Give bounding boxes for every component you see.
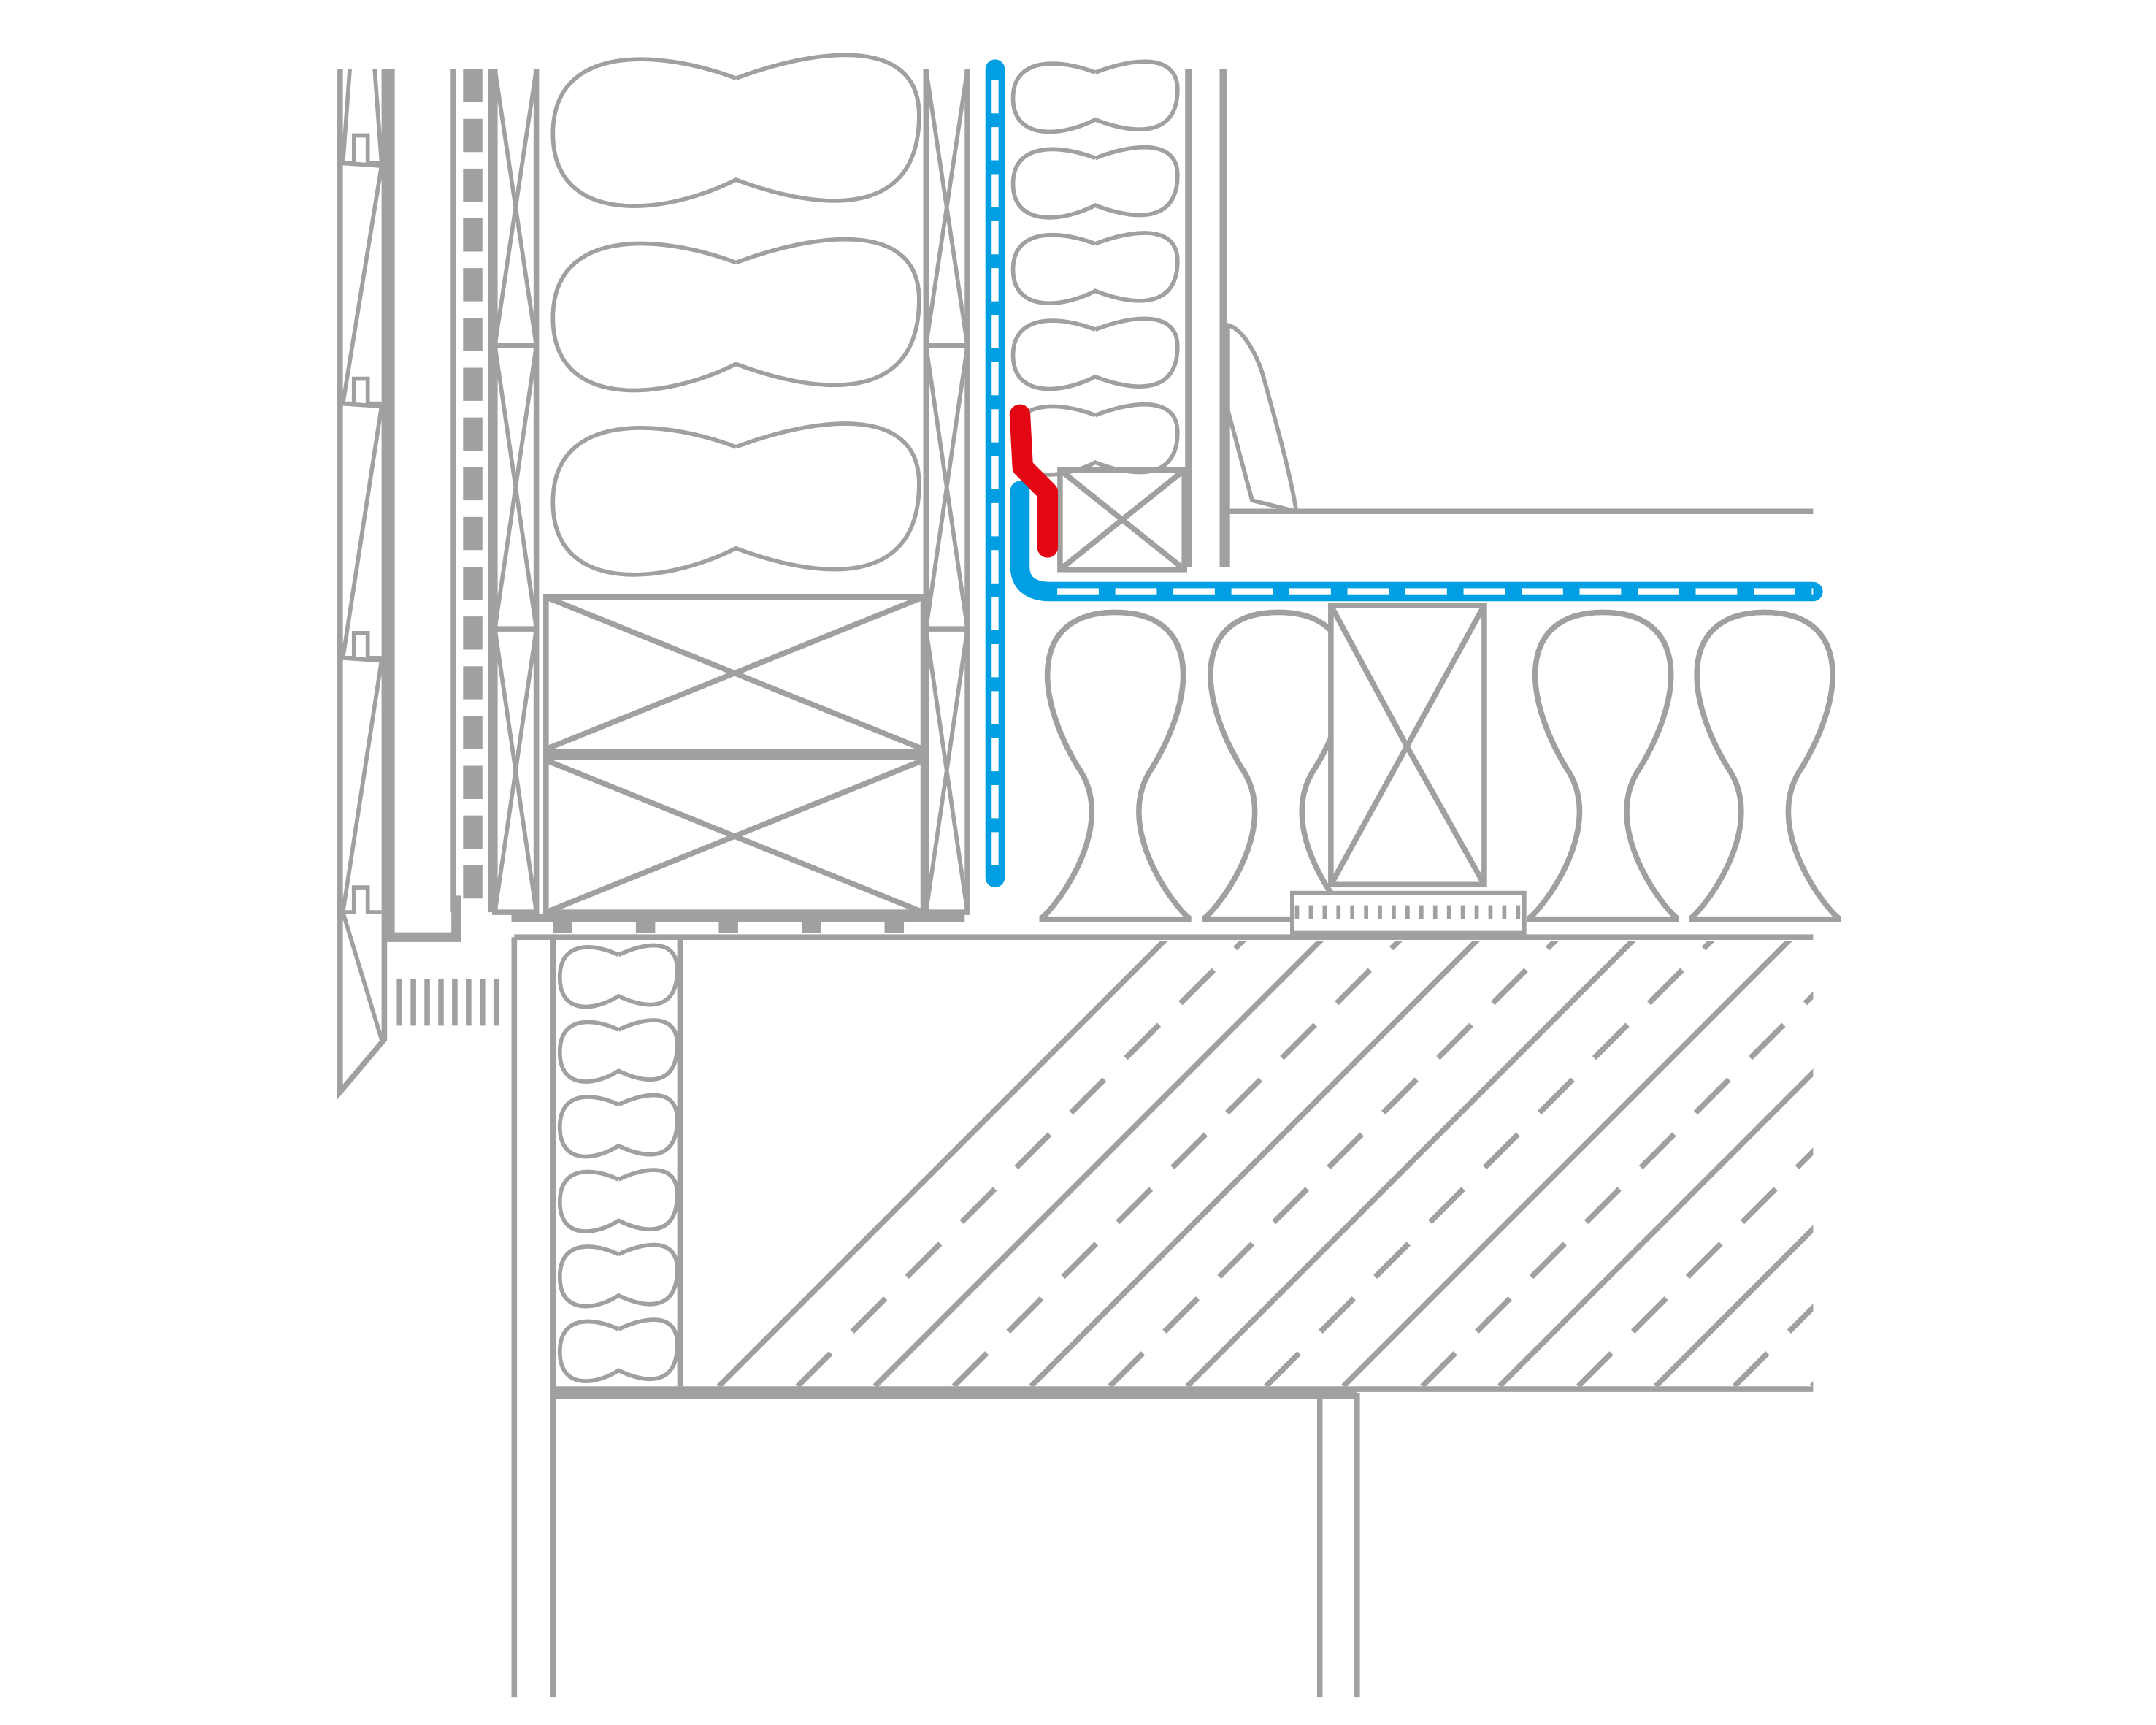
insulation-loop	[550, 53, 921, 208]
sheathing-board	[385, 69, 461, 942]
insulation-loop	[557, 1018, 680, 1084]
hatch-dash	[1420, 991, 1814, 1387]
insulation-loop	[550, 421, 921, 577]
insulation-loop	[557, 1317, 680, 1383]
insulation-loop	[557, 1168, 680, 1233]
insulation-loop	[557, 943, 680, 1009]
insulation-loop	[1687, 609, 1842, 922]
hatch-dash	[1732, 1304, 1814, 1387]
hatch-dash	[1576, 1147, 1814, 1387]
hatch-line	[1341, 941, 1792, 1387]
vapour-barrier-floor	[1010, 481, 1823, 602]
hatch-line	[2124, 930, 2156, 1387]
service-cavity-insulation	[1010, 59, 1180, 477]
wall-stud-left	[492, 69, 540, 915]
timber-header-beam	[511, 594, 965, 933]
hatch-dash	[795, 941, 1247, 1387]
insulation-loop	[1010, 145, 1180, 220]
inner-lining	[1185, 69, 1227, 567]
exterior-cladding	[337, 69, 388, 1100]
concrete-slab	[514, 930, 2156, 1392]
floor-joist	[1328, 603, 1487, 888]
insulation-loop	[1010, 316, 1180, 391]
hatch-dash	[1264, 941, 1715, 1387]
wall-insulation	[550, 53, 921, 577]
hatch-dash	[1108, 941, 1559, 1387]
insulation-loop	[1010, 402, 1180, 477]
hatch-line	[716, 941, 1168, 1387]
vent-grille	[396, 978, 499, 1026]
hatch-dash	[951, 941, 1403, 1387]
insulation-loop	[1037, 609, 1193, 922]
floor-edge-batten	[1057, 467, 1188, 573]
insulation-loop	[1010, 59, 1180, 134]
hatch-line	[1653, 1225, 1814, 1387]
hatch-dash	[1890, 930, 2156, 1387]
insulation-loop	[1525, 609, 1681, 922]
hatch-line	[1185, 941, 1636, 1387]
wall-stud-right	[923, 69, 970, 915]
hatch-line	[1968, 930, 2156, 1387]
hatch-line	[872, 941, 1324, 1387]
hatch-line	[1809, 1381, 1814, 1387]
counter-batten	[450, 69, 494, 913]
insulation-loop	[557, 1242, 680, 1309]
insulation-loop	[557, 1093, 680, 1159]
skirting-and-floor-finish	[1224, 323, 1814, 567]
insulation-loop	[1010, 231, 1180, 306]
airtight-seal-tape	[1009, 404, 1059, 558]
insulation-loop	[550, 237, 921, 393]
resilient-strip	[1290, 890, 1527, 936]
hatch-line	[1497, 1068, 1814, 1387]
supporting-wall	[511, 937, 1360, 1698]
hatch-dash	[2046, 930, 2156, 1387]
hatch-line	[1029, 941, 1480, 1387]
slab-edge-insulation	[557, 943, 680, 1383]
